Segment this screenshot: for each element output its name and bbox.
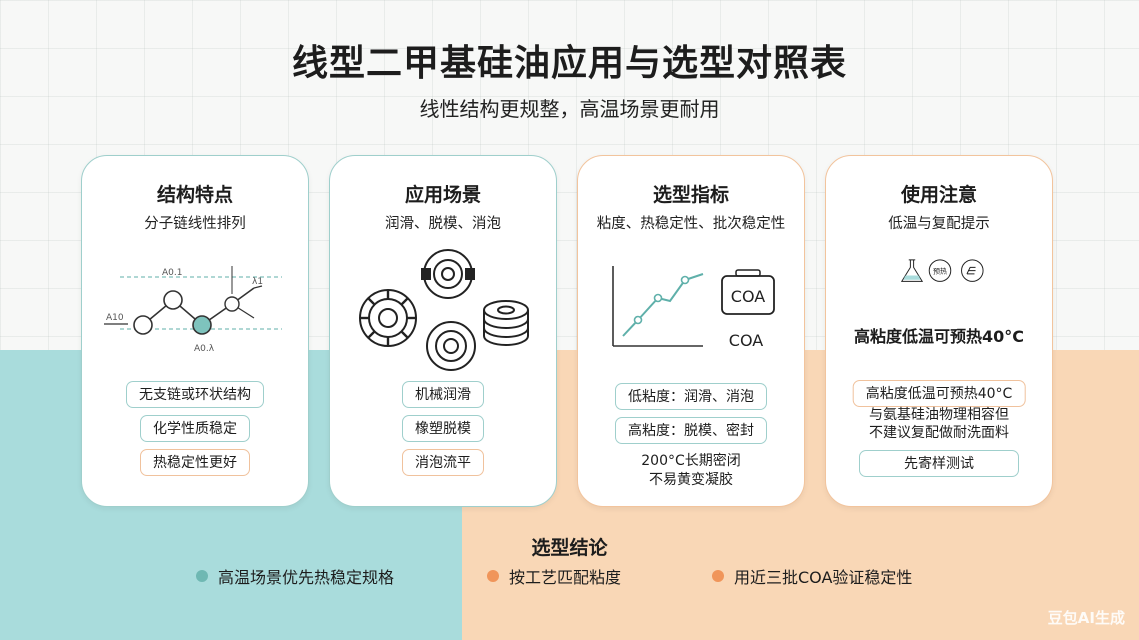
page-title: 线型二甲基硅油应用与选型对照表	[291, 43, 847, 84]
conclusion-point-2: 按工艺匹配粘度	[487, 564, 621, 588]
coa-box-label: COA	[731, 287, 765, 306]
watermark: 豆包AI生成	[1047, 609, 1125, 627]
card-structure: 结构特点 分子链线性排列 A0.1 A10 A0.λ λ1 无支链或环状结构 化…	[81, 155, 309, 507]
pill-defoam: 消泡流平	[402, 449, 484, 476]
card-usage-notes: 使用注意 低温与复配提示 预热 高粘度低温可预热40°C 高粘度低温可预热40°…	[825, 155, 1053, 507]
bullet-dot-icon	[487, 570, 499, 582]
pill-low-viscosity: 低粘度：润滑、消泡	[615, 383, 767, 410]
pill-send-sample: 先寄样测试	[859, 450, 1019, 477]
conclusion-title: 选型结论	[531, 537, 608, 559]
label-right: λ1	[252, 277, 263, 287]
preheat-icon-label: 预热	[933, 266, 947, 275]
label-top: A0.1	[162, 268, 182, 278]
conclusion-point-1: 高温场景优先热稳定规格	[196, 564, 394, 588]
card-subtitle: 低温与复配提示	[888, 216, 990, 232]
note-line-2: 不易黄变凝胶	[649, 472, 733, 488]
coa-label: COA	[729, 331, 763, 350]
page-subtitle: 线性结构更规整，高温场景更耐用	[419, 97, 720, 121]
point-text: 用近三批COA验证稳定性	[734, 568, 913, 587]
usage-heading: 高粘度低温可预热40°C	[853, 327, 1024, 346]
card-selection: 选型指标 粘度、热稳定性、批次稳定性 COA COA 低粘度：润滑、消泡 高粘度…	[577, 155, 805, 507]
pill-preheat: 高粘度低温可预热40°C	[852, 380, 1026, 407]
note-line-2: 不建议复配做耐洗面料	[869, 425, 1009, 441]
pill-thermal-stable: 热稳定性更好	[140, 449, 250, 476]
flask-icon: 预热	[900, 259, 984, 282]
note-line-1: 与氨基硅油物理相容但	[869, 407, 1009, 423]
point-text: 按工艺匹配粘度	[509, 568, 622, 587]
card-title: 结构特点	[156, 184, 233, 206]
pill-high-viscosity: 高粘度：脱模、密封	[615, 417, 767, 444]
card-subtitle: 粘度、热稳定性、批次稳定性	[596, 216, 786, 232]
pill-no-branch: 无支链或环状结构	[126, 381, 264, 408]
pill-chemical-stable: 化学性质稳定	[140, 415, 250, 442]
bullet-dot-icon	[712, 570, 724, 582]
bearing-icon	[359, 249, 529, 371]
point-text: 高温场景优先热稳定规格	[218, 568, 395, 587]
line-chart-icon: COA COA	[612, 266, 775, 350]
bullet-dot-icon	[196, 570, 208, 582]
linear-chain-icon: A0.1 A10 A0.λ λ1	[104, 266, 282, 354]
card-title: 应用场景	[404, 184, 481, 206]
card-title: 使用注意	[900, 184, 977, 206]
conclusion-point-3: 用近三批COA验证稳定性	[712, 564, 912, 588]
pill-release: 橡塑脱模	[402, 415, 484, 442]
card-applications: 应用场景 润滑、脱模、消泡 机械润滑	[329, 155, 557, 507]
label-bottom: A0.λ	[194, 344, 215, 354]
card-subtitle: 分子链线性排列	[144, 216, 246, 232]
pill-lubrication: 机械润滑	[402, 381, 484, 408]
label-left: A10	[106, 313, 124, 323]
card-subtitle: 润滑、脱模、消泡	[385, 216, 501, 232]
card-title: 选型指标	[652, 184, 729, 206]
note-line-1: 200°C长期密闭	[641, 453, 741, 469]
